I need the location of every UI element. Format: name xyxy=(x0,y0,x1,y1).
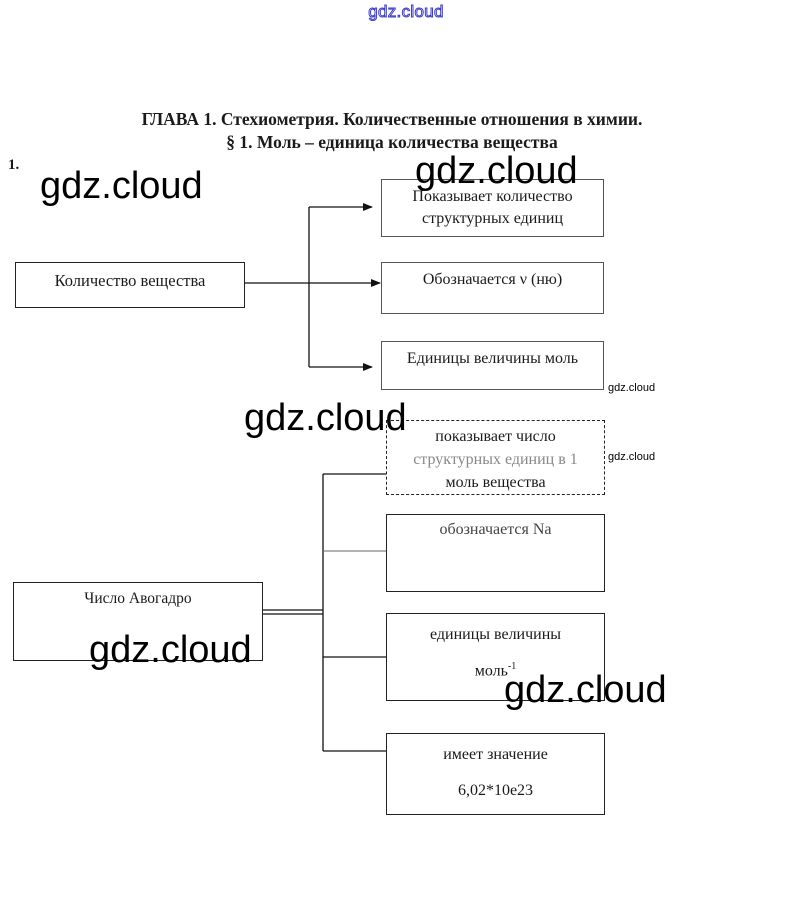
task-number: 1. xyxy=(8,157,20,173)
d1-child-line: структурных единиц xyxy=(421,210,563,227)
d2-child-box: показывает число структурных единиц в 1 … xyxy=(386,420,605,495)
d1-child-line: Обозначается ν (ню) xyxy=(422,271,563,288)
watermark: gdz.cloud xyxy=(415,150,578,192)
chapter-title: ГЛАВА 1. Стехиометрия. Количественные от… xyxy=(141,109,643,129)
watermark: gdz.cloud xyxy=(40,165,203,207)
d2-child-line: 6,02*10е23 xyxy=(457,782,534,799)
d2-child-line-unit: моль-1 xyxy=(474,661,517,680)
d2-root-label: Число Авогадро xyxy=(84,590,192,607)
d2-child-line: обозначается Na xyxy=(439,521,552,538)
d2-child-line: показывает число xyxy=(435,428,556,445)
d2-child-line: единицы величины xyxy=(429,626,562,643)
watermark-small: gdz.cloud xyxy=(608,451,656,463)
d1-child-box: Показывает количество структурных единиц xyxy=(381,179,604,237)
d1-root-label: Количество вещества xyxy=(54,271,206,290)
d2-root-box: Число Авогадро xyxy=(13,582,263,661)
watermark-top: gdz.cloud xyxy=(368,2,444,22)
d1-child-line: Показывает количество xyxy=(412,188,573,205)
d1-root-box: Количество вещества xyxy=(15,262,245,308)
d2-child-box: единицы величины моль-1 xyxy=(386,613,605,701)
section-title: § 1. Моль – единица количества вещества xyxy=(226,132,558,152)
watermark-small: gdz.cloud xyxy=(608,382,656,394)
d1-child-box: Обозначается ν (ню) xyxy=(381,262,604,314)
d2-child-line: моль вещества xyxy=(445,474,546,491)
d2-child-line: структурных единиц в 1 xyxy=(413,451,578,468)
watermark: gdz.cloud xyxy=(89,629,252,671)
d2-child-box: обозначается Na xyxy=(386,514,605,592)
watermark: gdz.cloud xyxy=(244,397,407,439)
d1-child-box: Единицы величины моль xyxy=(381,341,604,390)
d2-child-box: имеет значение 6,02*10е23 xyxy=(386,733,605,815)
d1-child-line: Единицы величины моль xyxy=(406,350,579,367)
d2-child-line: имеет значение xyxy=(443,746,548,763)
watermark: gdz.cloud xyxy=(504,669,667,711)
